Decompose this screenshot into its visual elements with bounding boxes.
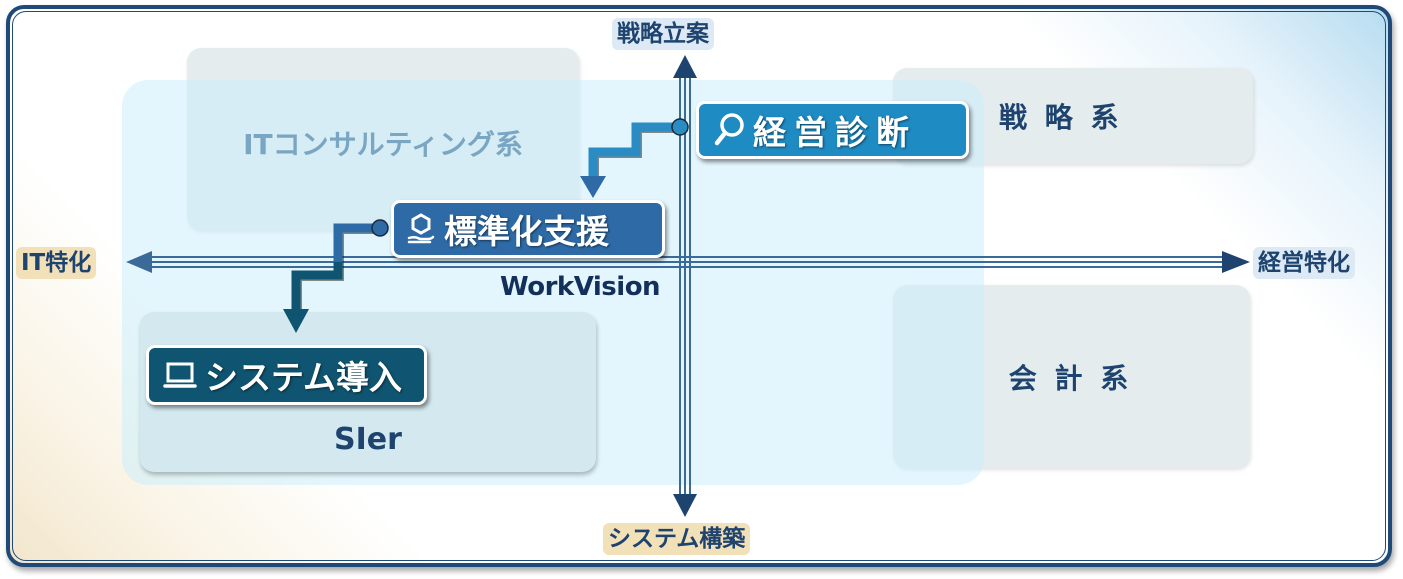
- axis-label-right: 経営特化: [1253, 247, 1355, 279]
- workvision-brand: WorkVision: [500, 272, 661, 302]
- axis-label-bottom: システム構築: [603, 523, 751, 555]
- step-management-diagnosis-label: 経営診断: [753, 113, 917, 152]
- horizontal-axis: [126, 251, 1250, 273]
- step-arrow-diagnosis-to-standardization: [580, 118, 689, 198]
- axis-label-top: 戦略立案: [612, 18, 714, 50]
- step-standardization-support[interactable]: 標準化支援: [391, 200, 665, 258]
- magnifier-icon: [713, 112, 745, 148]
- arrow-left-icon: [126, 251, 152, 273]
- step-management-diagnosis[interactable]: 経営診断: [696, 101, 969, 159]
- step-system-introduction[interactable]: システム導入: [146, 345, 427, 405]
- vertical-axis: [673, 55, 697, 517]
- hand-hexagon-icon: [406, 212, 436, 246]
- arrow-up-icon: [673, 55, 697, 78]
- step-standardization-support-label: 標準化支援: [444, 212, 609, 251]
- arrow-right-icon: [1222, 251, 1250, 273]
- step-arrow-standardization-to-system: [283, 219, 389, 333]
- category-strategy-label: 戦 略 系: [999, 101, 1123, 134]
- axis-label-left: IT特化: [16, 247, 97, 279]
- arrow-down-icon: [673, 494, 697, 517]
- laptop-icon: [163, 360, 197, 390]
- category-accounting-label: 会 計 系: [1008, 361, 1133, 395]
- category-sier-label: SIer: [334, 422, 402, 457]
- step-system-introduction-label: システム導入: [205, 358, 403, 397]
